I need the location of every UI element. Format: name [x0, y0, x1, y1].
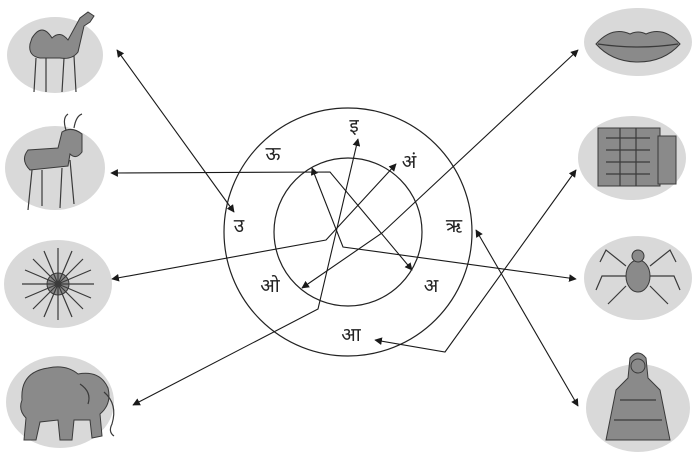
line-elephant-i	[133, 139, 358, 405]
lips-picture	[584, 8, 692, 76]
spider-picture	[584, 236, 692, 320]
letter-u: उ	[234, 215, 245, 237]
letter-am: अं	[402, 151, 417, 173]
letter-aa: आ	[341, 324, 361, 346]
statue-icon	[606, 353, 670, 440]
line-goat-a	[111, 172, 412, 270]
camel-picture	[7, 12, 103, 93]
letter-o: ओ	[260, 274, 280, 297]
line-u-camel	[117, 50, 234, 212]
sun-picture	[4, 240, 112, 328]
letter-a: अ	[424, 275, 439, 297]
elephant-picture	[6, 356, 114, 448]
machine-picture	[578, 116, 686, 200]
line-uu-spider	[312, 168, 576, 279]
goat-picture	[5, 114, 105, 210]
letter-ri: ऋ	[446, 215, 463, 237]
letter-uu: ऊ	[266, 143, 282, 165]
letter-i: इ	[349, 115, 359, 137]
line-sun-am	[112, 164, 396, 279]
line-o-lips	[302, 50, 578, 288]
machine-icon	[598, 128, 676, 186]
outer-ring	[224, 108, 472, 356]
statue-picture	[586, 353, 690, 452]
elephant-icon	[21, 367, 114, 440]
connector-lines	[111, 50, 578, 406]
line-ri-statue	[476, 230, 578, 406]
